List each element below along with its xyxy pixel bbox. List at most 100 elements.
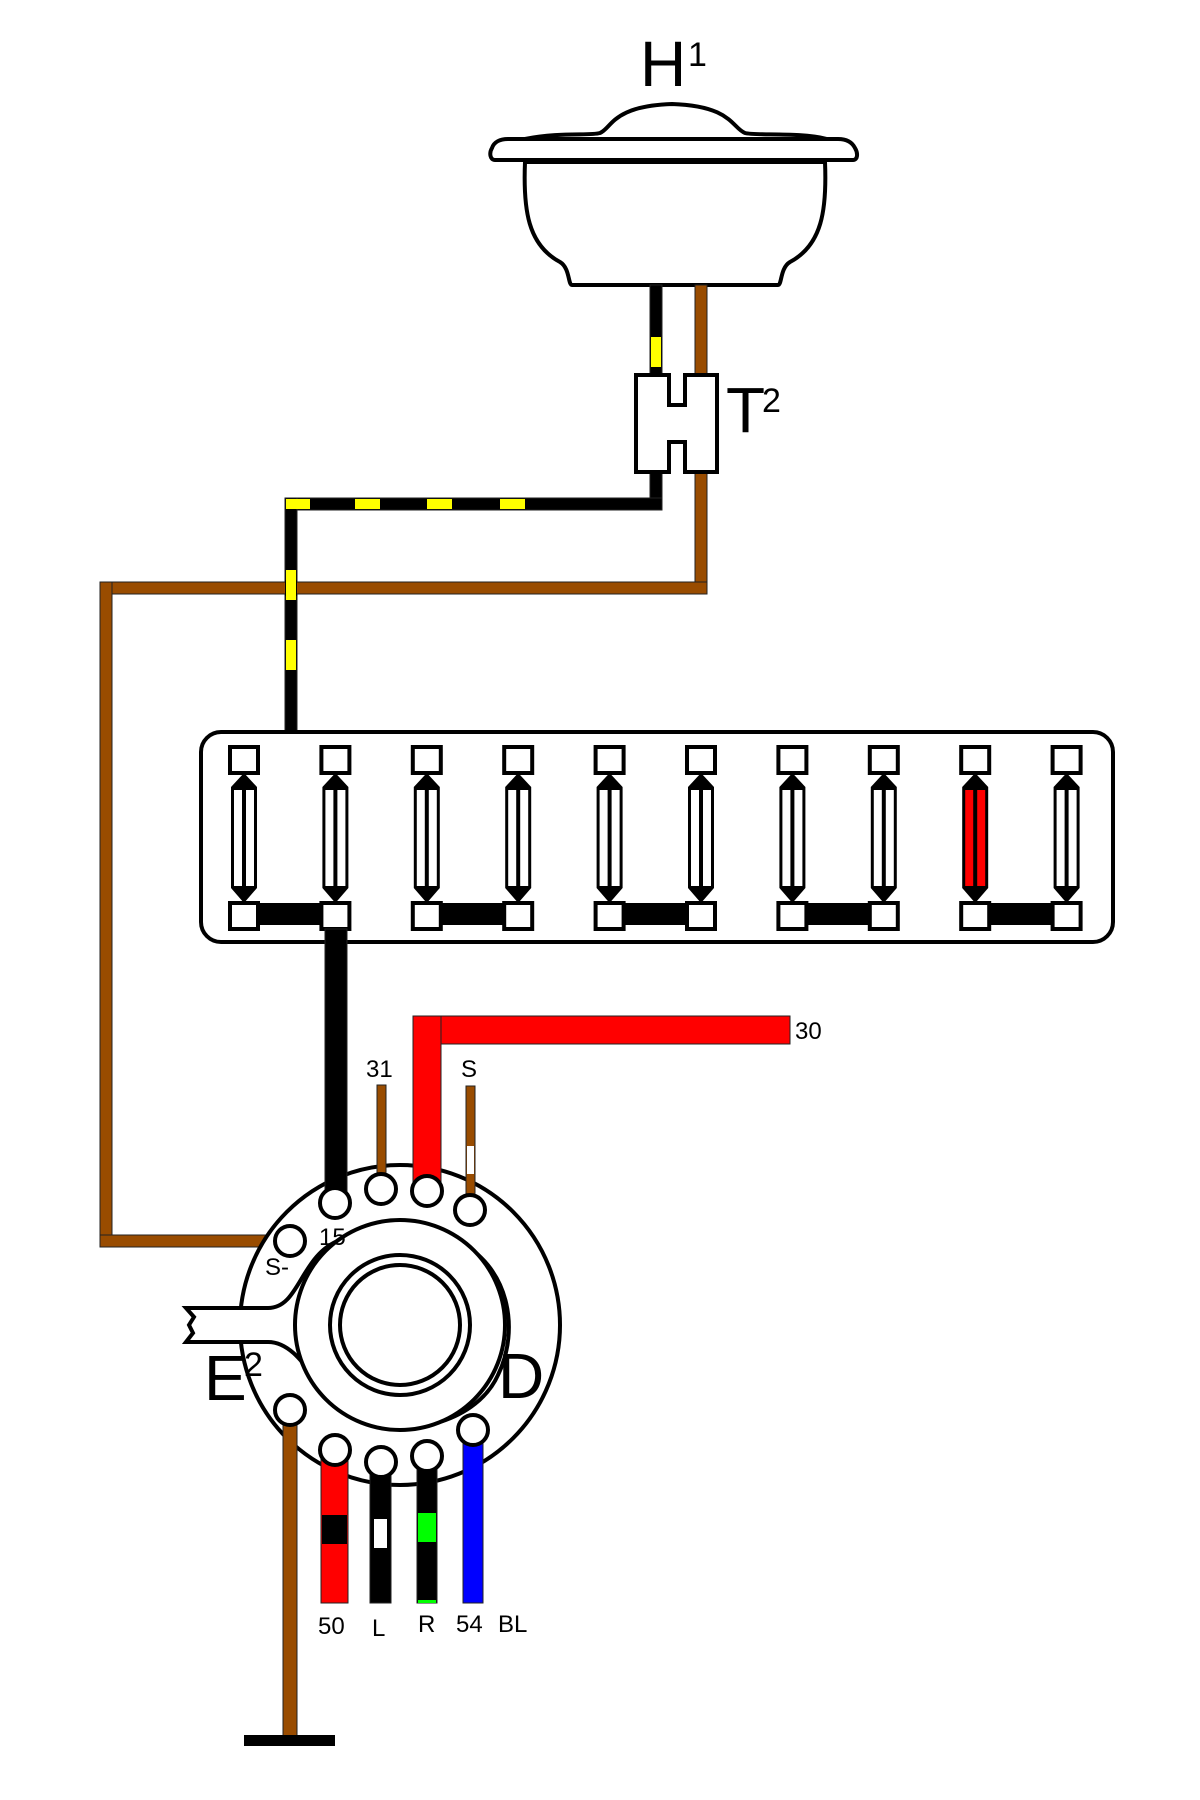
fuse-8 bbox=[867, 745, 900, 931]
fuse-element bbox=[520, 790, 529, 886]
horn: H 1 bbox=[488, 28, 860, 287]
wire-segment bbox=[694, 284, 708, 376]
fuse-element bbox=[611, 790, 620, 886]
ignition-switch: D E 2 bbox=[181, 1163, 562, 1487]
fuse-7 bbox=[776, 745, 884, 931]
terminal-label-54: 54 bbox=[456, 1611, 483, 1638]
fuse-10 bbox=[1050, 745, 1083, 931]
fuse-element bbox=[1056, 790, 1065, 886]
terminal-s-minus bbox=[273, 1224, 307, 1258]
terminal-e2 bbox=[273, 1393, 307, 1427]
terminal-31 bbox=[364, 1172, 398, 1206]
wire-stripe bbox=[651, 337, 661, 367]
fuse-top-terminal bbox=[228, 745, 260, 775]
fuse-bridge bbox=[426, 903, 519, 925]
terminal-l bbox=[364, 1445, 398, 1479]
fuse-bottom-terminal bbox=[867, 901, 900, 931]
wire-segment bbox=[694, 471, 708, 595]
fuse-bottom-terminal bbox=[502, 901, 535, 931]
wire-stripe bbox=[467, 1146, 474, 1174]
fuse-element bbox=[508, 790, 517, 886]
fuse-element bbox=[703, 790, 711, 886]
wire-horn-ground bbox=[99, 284, 708, 1248]
wire-stripe bbox=[418, 1600, 436, 1603]
wire-fuse-15 bbox=[324, 928, 348, 1200]
fuse-top-terminal bbox=[502, 745, 535, 775]
terminal-label-bl: BL bbox=[498, 1611, 527, 1638]
terminal-label-50: 50 bbox=[318, 1613, 345, 1640]
fuse-bottom-terminal bbox=[1050, 901, 1083, 931]
horn-label-index: 1 bbox=[688, 36, 707, 74]
fuse-top-terminal bbox=[410, 745, 443, 775]
fuse-element bbox=[885, 790, 894, 886]
fuse-bottom-terminal bbox=[319, 901, 352, 931]
terminal-s bbox=[453, 1193, 487, 1227]
terminal-r bbox=[410, 1439, 444, 1473]
fuse-bridge bbox=[609, 903, 701, 925]
fuse-element bbox=[782, 790, 791, 886]
fuse-bottom-terminal bbox=[410, 901, 443, 931]
wire-segment bbox=[99, 581, 708, 595]
fuse-5 bbox=[593, 745, 701, 931]
wire-30 bbox=[412, 1015, 442, 1187]
fuse-top-terminal bbox=[959, 745, 992, 775]
horn-dome bbox=[524, 101, 828, 141]
wire-stripe bbox=[500, 499, 525, 509]
fuse-element bbox=[1068, 790, 1077, 886]
wires bbox=[99, 284, 708, 1248]
horn-label: H bbox=[640, 28, 686, 100]
horn-ring-label-index: 2 bbox=[244, 1346, 263, 1384]
fuse-bridge bbox=[792, 903, 884, 925]
fuse-top-terminal bbox=[1050, 745, 1083, 775]
fuse-6 bbox=[685, 745, 717, 931]
wire-30-join bbox=[415, 1018, 439, 1044]
wire-stripe bbox=[322, 1515, 347, 1544]
terminal-labels: 31 S 30 15 S- 50 L R 54 BL bbox=[265, 1018, 822, 1642]
terminal-label-s: S bbox=[461, 1056, 477, 1083]
fuse-bottom-terminal bbox=[776, 901, 809, 931]
wire-stripe bbox=[286, 499, 310, 509]
connector-label: T bbox=[726, 374, 765, 446]
terminal-label-l: L bbox=[372, 1615, 385, 1642]
terminal-50 bbox=[318, 1433, 352, 1467]
wire-30 bbox=[412, 1015, 791, 1045]
terminal-label-15: 15 bbox=[319, 1224, 346, 1251]
fuse-bridge bbox=[244, 903, 336, 925]
wire-horn-feed bbox=[284, 284, 663, 747]
fuse-1 bbox=[228, 745, 336, 931]
fuse-bottom-terminal bbox=[685, 901, 717, 931]
connector-label-index: 2 bbox=[762, 382, 781, 420]
wire-stripe bbox=[418, 1513, 436, 1542]
wire-stripe bbox=[374, 1519, 387, 1548]
wire-31 bbox=[376, 1084, 387, 1186]
fuse-top-terminal bbox=[593, 745, 626, 775]
terminal-label-30: 30 bbox=[795, 1018, 822, 1045]
fuse-9 bbox=[959, 745, 1067, 931]
fuse-2 bbox=[319, 745, 352, 931]
fuse-element bbox=[873, 790, 882, 886]
connector: T 2 bbox=[634, 373, 781, 474]
ground-symbol bbox=[244, 1735, 335, 1746]
fuse-box bbox=[199, 730, 1115, 944]
fuse-top-terminal bbox=[776, 745, 809, 775]
wire-stripe bbox=[286, 570, 296, 600]
fuse-element bbox=[337, 790, 346, 886]
switch-label: D bbox=[498, 1340, 544, 1412]
switch-terminals bbox=[273, 1172, 490, 1479]
fuse-element bbox=[965, 790, 974, 886]
horn-rim bbox=[488, 137, 860, 162]
fuse-bottom-terminal bbox=[228, 901, 260, 931]
wire-stripe bbox=[355, 499, 380, 509]
terminal-54 bbox=[456, 1413, 490, 1447]
fuse-element bbox=[246, 790, 254, 886]
fuse-element bbox=[325, 790, 334, 886]
terminal-30 bbox=[410, 1174, 444, 1208]
wire-segment bbox=[284, 497, 298, 747]
wire-earth bbox=[282, 1419, 298, 1739]
fuse-bottom-terminal bbox=[959, 901, 992, 931]
wire-segment bbox=[284, 497, 663, 511]
fuse-element bbox=[599, 790, 608, 886]
connector-body bbox=[634, 373, 719, 474]
fuse-4 bbox=[502, 745, 535, 931]
fuse-element bbox=[691, 790, 699, 886]
